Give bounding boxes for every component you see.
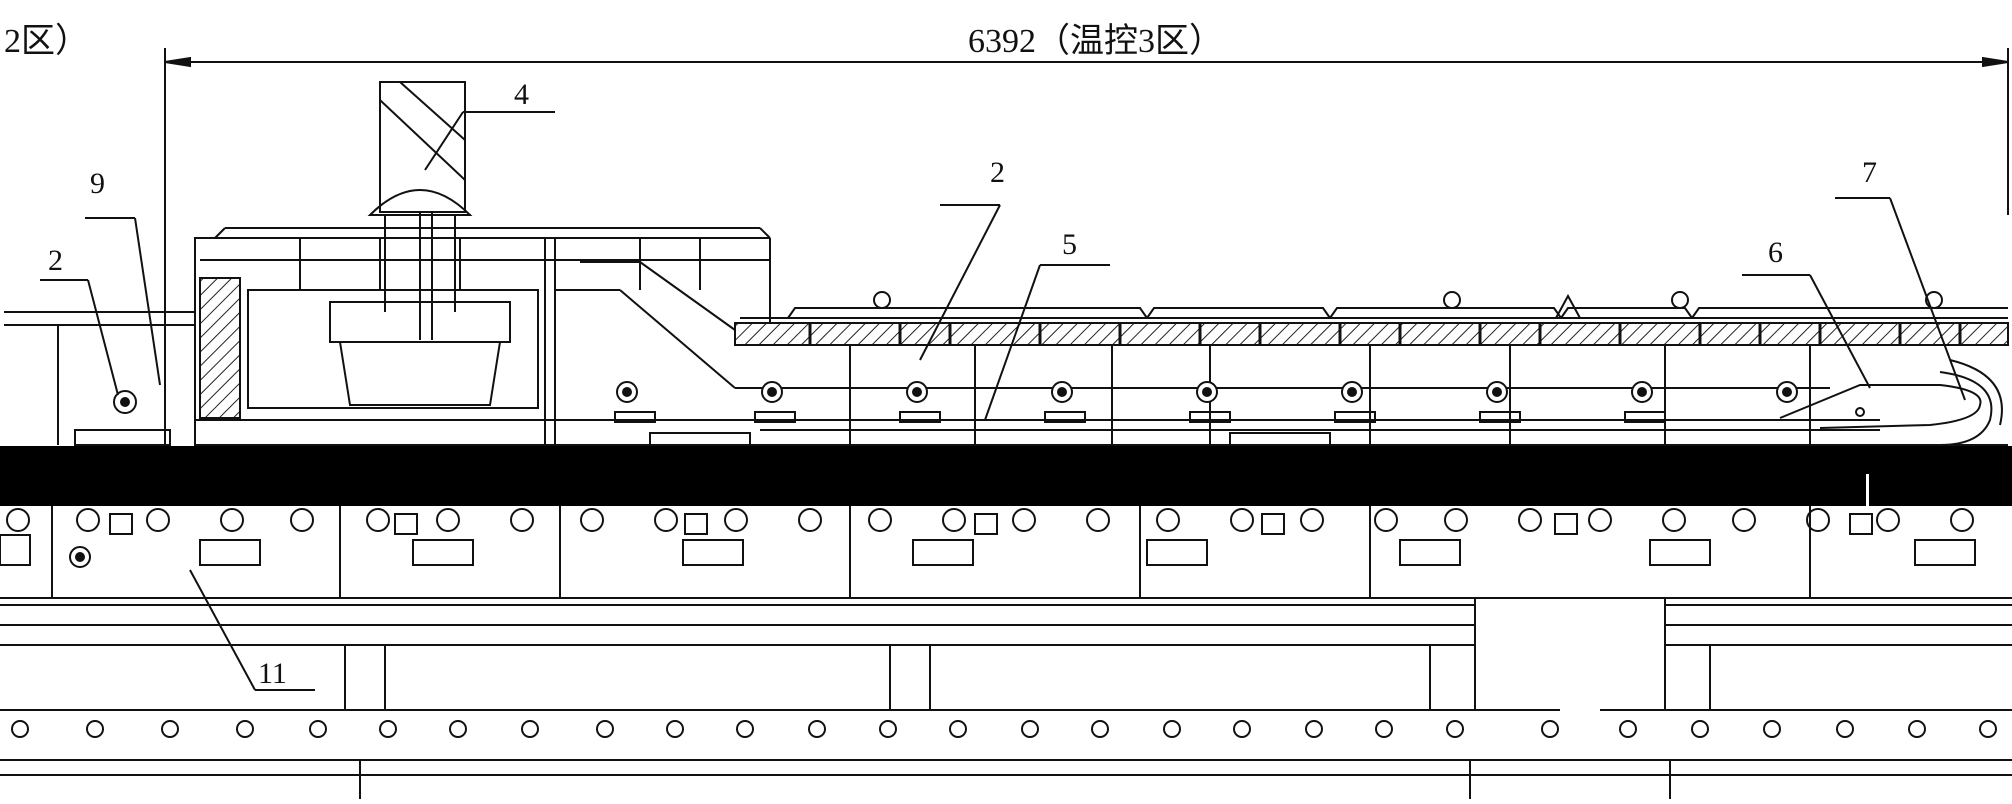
label-5: 5 bbox=[1062, 228, 1077, 261]
label-2-center: 2 bbox=[990, 156, 1005, 189]
label-2-left: 2 bbox=[48, 244, 63, 277]
upper-plates bbox=[614, 411, 1666, 446]
roof-panels bbox=[740, 291, 2008, 319]
label-4: 4 bbox=[514, 78, 529, 111]
lower-heater-boxes bbox=[0, 506, 2012, 599]
left-dimension-fragment: 2区） bbox=[4, 22, 89, 60]
return-chute bbox=[1779, 359, 2003, 446]
bottom-rollers bbox=[11, 720, 1997, 738]
label-11: 11 bbox=[258, 657, 287, 690]
conveyor-band bbox=[0, 446, 2012, 506]
lower-rollers bbox=[6, 508, 1974, 568]
base-frame bbox=[0, 598, 2012, 799]
upper-heaters bbox=[113, 381, 1798, 414]
leader-lines bbox=[40, 111, 1966, 691]
upper-housing bbox=[4, 81, 2008, 446]
dimension-line bbox=[164, 48, 2009, 445]
label-6: 6 bbox=[1768, 236, 1783, 269]
label-9: 9 bbox=[90, 167, 105, 200]
dimension-text: 6392（温控3区） bbox=[968, 22, 1223, 60]
roof-insulation-dividers bbox=[808, 323, 1962, 345]
roof-insulation bbox=[734, 322, 2009, 346]
band-marker bbox=[1866, 474, 1869, 506]
label-7: 7 bbox=[1862, 156, 1877, 189]
